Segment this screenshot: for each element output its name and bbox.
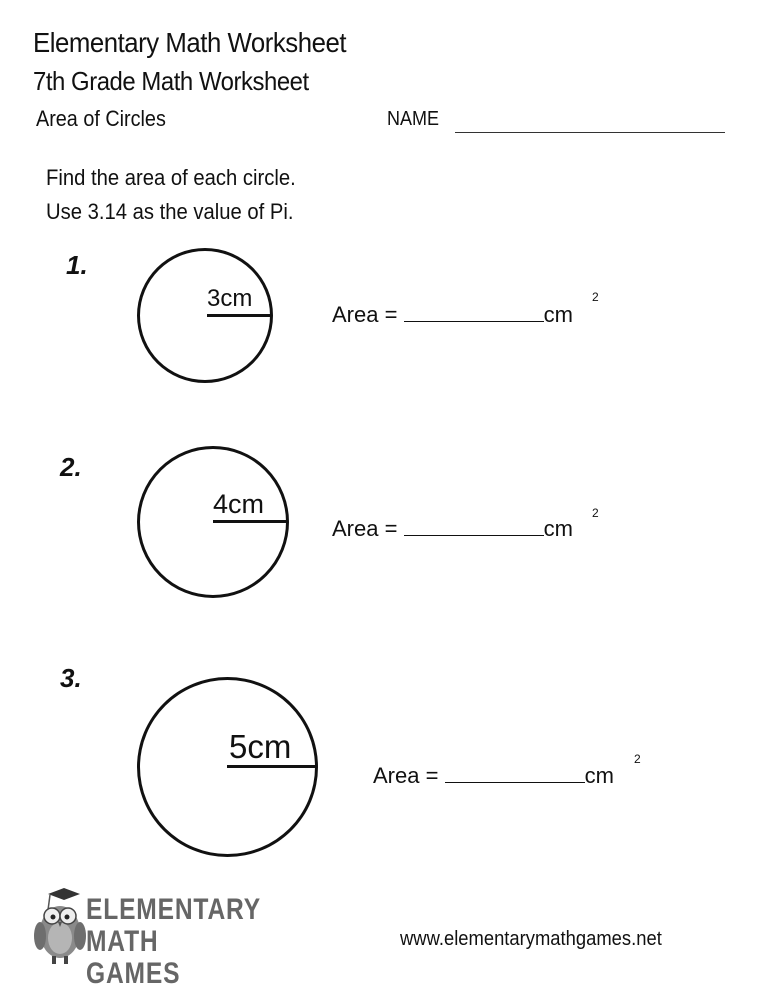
unit-label: cm [543,516,573,541]
area-label: Area = [332,302,398,327]
logo-text-line-2: MATH GAMES [86,925,181,990]
radius-label: 3cm [207,285,253,312]
logo-text-line-1: ELEMENTARY [86,893,261,926]
instruction-line-1: Find the area of each circle. [46,165,296,190]
name-field-line[interactable] [455,132,725,133]
radius-line [213,520,288,523]
answer-blank[interactable] [403,321,544,322]
unit-label: cm [543,302,573,327]
radius-label: 4cm [213,489,265,519]
site-logo: ELEMENTARY MATH GAMES [28,888,260,990]
worksheet-title: Elementary Math Worksheet [33,27,347,58]
circle-diagram [137,248,273,383]
owl-graduate-icon [34,888,86,964]
exponent: 2 [592,506,599,520]
area-answer-row: Area = cm [332,516,573,542]
instruction-line-2: Use 3.14 as the value of Pi. [46,199,294,224]
answer-blank[interactable] [403,535,544,536]
problem-number: 1. [66,250,88,280]
radius-label: 5cm [229,728,292,765]
radius-line [207,314,271,317]
name-label: NAME [387,108,440,130]
worksheet-topic: Area of Circles [36,106,166,131]
worksheet-subtitle: 7th Grade Math Worksheet [33,66,309,96]
exponent: 2 [634,752,641,766]
problem-number: 3. [60,663,82,693]
problem-number: 2. [60,452,82,482]
exponent: 2 [592,290,599,304]
area-label: Area = [373,763,439,788]
radius-line [227,765,316,768]
area-answer-row: Area = cm [332,302,573,328]
website-url: www.elementarymathgames.net [400,928,662,950]
area-answer-row: Area = cm [373,763,614,789]
answer-blank[interactable] [444,782,585,783]
circle-diagram [137,677,318,857]
unit-label: cm [584,763,614,788]
area-label: Area = [332,516,398,541]
